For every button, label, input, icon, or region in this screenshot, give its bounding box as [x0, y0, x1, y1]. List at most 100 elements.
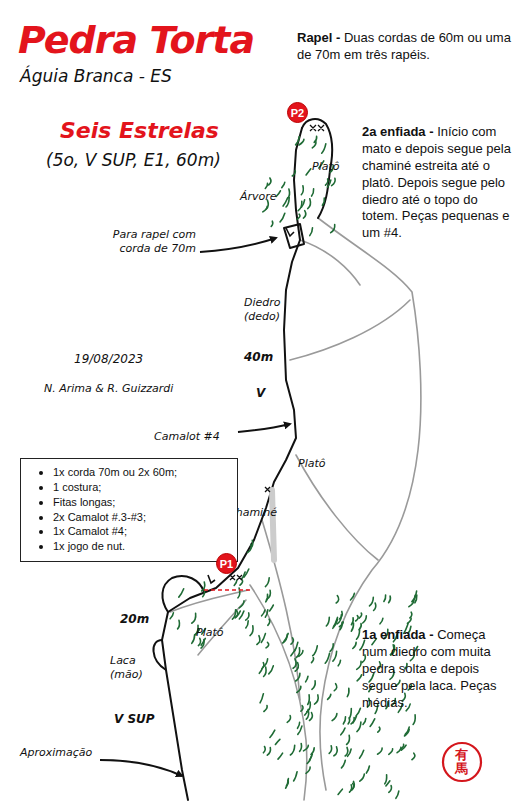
note-heading: 2a enfiada - — [362, 124, 434, 139]
seal-stamp: 有馬 — [455, 748, 468, 777]
vegetation-stroke — [294, 772, 298, 781]
vegetation-stroke — [342, 760, 346, 768]
feature-label: Platô — [298, 457, 325, 470]
vegetation-stroke — [284, 633, 288, 641]
vegetation-stroke — [298, 722, 300, 728]
vegetation-stroke — [244, 569, 249, 577]
vegetation-stroke — [265, 578, 269, 587]
vegetation-stroke — [303, 211, 305, 219]
vegetation-stroke — [360, 750, 364, 758]
list-text: Fitas longas; — [53, 496, 115, 508]
vegetation-stroke — [304, 745, 309, 751]
vegetation-stroke — [351, 718, 354, 724]
vegetation-stroke — [250, 626, 253, 636]
vegetation-stroke — [246, 621, 248, 628]
vegetation-stroke — [378, 748, 383, 754]
vegetation-stroke — [266, 642, 269, 648]
marker-text: P1 — [220, 558, 233, 570]
vegetation-stroke — [359, 613, 361, 618]
vegetation-stroke — [283, 634, 288, 643]
author-label: N. Arima & R. Guizzardi — [44, 382, 173, 395]
vegetation-stroke — [312, 658, 314, 663]
vegetation-stroke — [262, 610, 265, 616]
vegetation-stroke — [261, 634, 265, 643]
vegetation-stroke — [325, 653, 329, 663]
vegetation-stroke — [348, 718, 350, 724]
bullet-dot — [39, 501, 43, 505]
list-item: 1x corda 70m ou 2x 60m; — [29, 465, 229, 480]
vegetation-stroke — [386, 781, 390, 786]
route-name: Seis Estrelas — [60, 118, 219, 143]
vegetation-stroke — [347, 735, 350, 744]
vegetation-stroke — [257, 636, 260, 645]
vegetation-stroke — [384, 595, 386, 602]
vegetation-stroke — [293, 659, 296, 669]
feature-label: Platô — [312, 160, 339, 173]
vegetation-stroke — [366, 766, 369, 773]
vegetation-stroke — [178, 620, 180, 629]
vegetation-stroke — [315, 695, 319, 704]
vegetation-stroke — [296, 673, 300, 681]
vegetation-stroke — [278, 753, 283, 759]
vegetation-stroke — [306, 767, 310, 773]
vegetation-stroke — [286, 780, 288, 786]
vegetation-stroke — [299, 139, 304, 145]
vegetation-stroke — [357, 630, 360, 640]
vegetation-stroke — [312, 681, 315, 690]
bullet-dot — [39, 516, 43, 520]
vegetation-stroke — [332, 714, 337, 721]
vegetation-stroke — [239, 601, 244, 608]
vegetation-stroke — [359, 624, 361, 630]
vegetation-stroke — [338, 660, 340, 666]
list-text: 1x corda 70m ou 2x 60m; — [53, 466, 177, 478]
vegetation-stroke — [312, 189, 314, 196]
vegetation-stroke — [301, 706, 303, 712]
vegetation-stroke — [385, 775, 387, 784]
vegetation-stroke — [311, 748, 314, 755]
vegetation-stroke — [370, 597, 374, 606]
vegetation-stroke — [351, 623, 353, 631]
vegetation-stroke — [276, 191, 280, 197]
vegetation-stroke — [286, 779, 289, 789]
vegetation-stroke — [334, 617, 338, 626]
vegetation-stroke — [389, 749, 393, 755]
vegetation-stroke — [413, 715, 415, 725]
vegetation-stroke — [201, 638, 205, 645]
vegetation-stroke — [357, 722, 361, 732]
feature-label: Árvore — [240, 190, 277, 203]
callout-label: Aproximação — [20, 746, 92, 759]
vegetation-stroke — [334, 684, 337, 691]
list-item: Fitas longas; — [29, 495, 229, 510]
vegetation-stroke — [296, 137, 300, 145]
vegetation-stroke — [291, 650, 295, 656]
vegetation-stroke — [407, 618, 411, 623]
marker-text: P2 — [291, 107, 304, 119]
vegetation-stroke — [410, 612, 412, 618]
list-text: 2x Camalot #.3-#3; — [53, 511, 146, 523]
vegetation-stroke — [308, 695, 310, 705]
vegetation-stroke — [314, 136, 317, 142]
gear-list-box: 1x corda 70m ou 2x 60m; 1 costura;Fitas l… — [20, 458, 238, 562]
vegetation-stroke — [326, 617, 329, 626]
vegetation-stroke — [251, 540, 253, 548]
vegetation-stroke — [269, 666, 274, 674]
vegetation-stroke — [298, 201, 302, 210]
vegetation-stroke — [198, 638, 200, 645]
feature-label: Laca (mão) — [110, 654, 154, 683]
vegetation-stroke — [179, 589, 184, 597]
note-heading: 1a enfiada - — [362, 627, 434, 642]
list-item: 1x Camalot #4; — [29, 524, 229, 539]
vegetation-stroke — [374, 603, 376, 610]
vegetation-stroke — [268, 619, 270, 625]
list-item: 1 costura; — [29, 480, 229, 495]
vegetation-stroke — [270, 605, 274, 611]
vegetation-stroke — [350, 785, 352, 792]
vegetation-stroke — [246, 613, 249, 620]
vegetation-stroke — [306, 169, 311, 175]
vegetation-stroke — [363, 719, 366, 725]
vegetation-stroke — [322, 144, 326, 153]
feature-label: Platô — [196, 626, 223, 639]
vegetation-stroke — [301, 186, 303, 195]
vegetation-stroke — [389, 786, 392, 793]
vegetation-stroke — [300, 744, 302, 752]
